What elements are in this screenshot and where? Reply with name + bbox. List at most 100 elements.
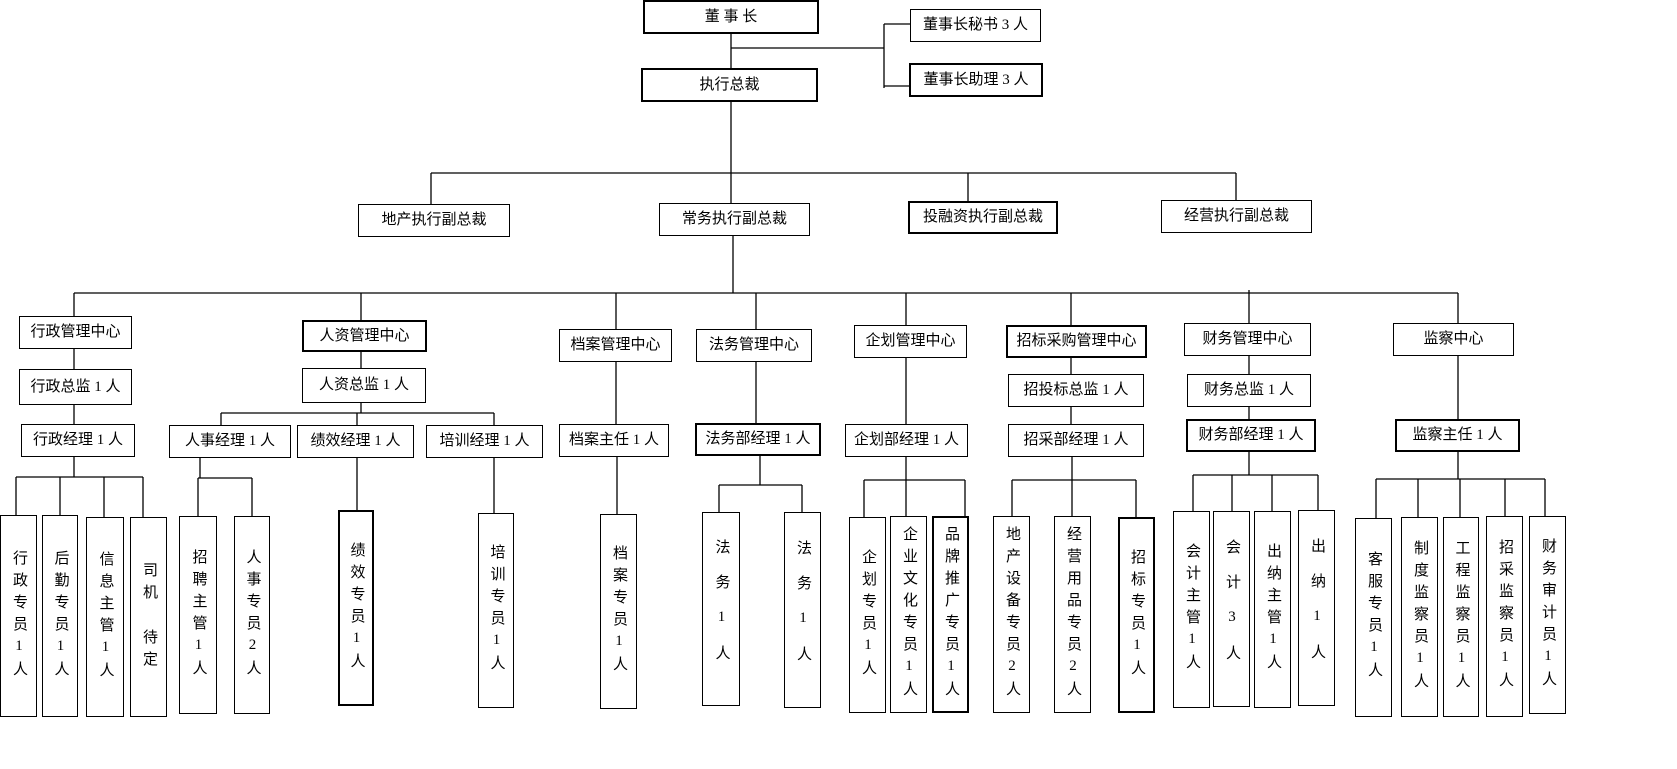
box-label: 企划管理中心 [865, 333, 956, 349]
director-finance-box: 财务总监 1 人 [1187, 374, 1311, 407]
staff-box: 会计3人 [1213, 511, 1250, 707]
box-label: 董事长秘书 3 人 [922, 17, 1028, 33]
box-label: 品牌推广专员1人 [943, 526, 959, 703]
box-label: 财务审计员1人 [1540, 537, 1556, 693]
chairman-secretary-box: 董事长秘书 3 人 [910, 9, 1041, 42]
chairman-assistant-box: 董事长助理 3 人 [909, 63, 1043, 97]
box-label: 执行总裁 [699, 76, 760, 93]
box-label: 行政专员1人 [11, 549, 27, 683]
box-label: 人事专员2人 [244, 548, 261, 682]
manager-archives-box: 档案主任 1 人 [559, 424, 669, 457]
staff-box: 司机 待定 [130, 517, 167, 717]
box-label: 培训专员1人 [488, 544, 505, 677]
staff-box: 企划专员1人 [849, 517, 886, 713]
box-label: 行政总监 1 人 [30, 378, 121, 395]
box-label: 行政经理 1 人 [32, 432, 123, 448]
staff-box: 招聘主管1人 [179, 516, 217, 714]
chairman-box: 董 事 长 [643, 0, 819, 34]
staff-box: 信息主管1人 [86, 517, 124, 717]
box-label: 出纳1人 [1309, 537, 1325, 679]
staff-box: 经营用品专员2人 [1054, 516, 1091, 713]
manager-procurement-box: 招采部经理 1 人 [1008, 424, 1144, 457]
center-archives-box: 档案管理中心 [559, 329, 672, 362]
staff-box: 培训专员1人 [478, 513, 514, 708]
box-label: 人资管理中心 [319, 327, 410, 344]
box-label: 后勤专员1人 [52, 549, 69, 683]
box-label: 法务管理中心 [708, 337, 799, 353]
vp-operations-box: 经营执行副总裁 [1161, 200, 1312, 233]
staff-box: 后勤专员1人 [42, 515, 78, 717]
staff-box: 行政专员1人 [0, 515, 37, 717]
box-label: 绩效专员1人 [348, 541, 365, 675]
box-label: 财务管理中心 [1202, 331, 1293, 347]
staff-box: 招采监察员1人 [1486, 516, 1523, 717]
box-label: 地产执行副总裁 [381, 212, 487, 228]
box-label: 出纳主管1人 [1265, 543, 1281, 676]
box-label: 董 事 长 [704, 8, 758, 25]
box-label: 信息主管1人 [97, 550, 114, 684]
box-label: 企划部经理 1 人 [853, 432, 959, 448]
box-label: 档案主任 1 人 [568, 432, 659, 448]
staff-box: 人事专员2人 [234, 516, 270, 714]
staff-box: 出纳主管1人 [1254, 511, 1291, 708]
box-label: 人事经理 1 人 [184, 433, 275, 449]
box-label: 人资总监 1 人 [318, 377, 409, 393]
box-label: 经营用品专员2人 [1065, 526, 1081, 703]
director-hr-box: 人资总监 1 人 [302, 368, 426, 403]
box-label: 财务部经理 1 人 [1198, 427, 1304, 443]
box-label: 招标采购管理中心 [1016, 333, 1137, 349]
box-label: 地产设备专员2人 [1004, 526, 1020, 703]
box-label: 财务总监 1 人 [1203, 382, 1294, 398]
box-label: 客服专员1人 [1366, 551, 1382, 684]
staff-box: 地产设备专员2人 [993, 516, 1030, 713]
box-label: 法务部经理 1 人 [705, 431, 811, 447]
box-label: 招标专员1人 [1129, 548, 1145, 682]
center-legal-box: 法务管理中心 [696, 329, 812, 362]
box-label: 招聘主管1人 [190, 548, 207, 682]
staff-box: 档案专员1人 [600, 514, 637, 709]
box-label: 法务1人 [795, 539, 811, 681]
staff-box: 会计主管1人 [1173, 511, 1210, 708]
box-label: 监察中心 [1423, 331, 1484, 347]
vp-real-estate-box: 地产执行副总裁 [358, 204, 510, 237]
staff-box: 客服专员1人 [1355, 518, 1392, 717]
manager-legal-box: 法务部经理 1 人 [695, 423, 821, 456]
box-label: 档案专员1人 [611, 545, 627, 678]
box-label: 招投标总监 1 人 [1023, 382, 1129, 398]
vp-investment-box: 投融资执行副总裁 [908, 201, 1058, 234]
staff-box: 出纳1人 [1298, 510, 1335, 706]
center-supervision-box: 监察中心 [1393, 323, 1514, 356]
center-planning-box: 企划管理中心 [854, 325, 967, 358]
box-label: 档案管理中心 [570, 337, 661, 353]
director-admin-box: 行政总监 1 人 [19, 369, 132, 405]
manager-admin-box: 行政经理 1 人 [21, 424, 135, 457]
box-label: 制度监察员1人 [1412, 539, 1428, 695]
manager-planning-box: 企划部经理 1 人 [845, 424, 968, 457]
box-label: 会计3人 [1224, 538, 1240, 680]
box-label: 常务执行副总裁 [681, 211, 787, 227]
center-finance-box: 财务管理中心 [1184, 323, 1311, 356]
box-label: 企划专员1人 [860, 548, 876, 682]
director-procurement-box: 招投标总监 1 人 [1008, 374, 1144, 407]
box-label: 招采部经理 1 人 [1023, 432, 1129, 448]
box-label: 会计主管1人 [1184, 543, 1200, 676]
center-admin-box: 行政管理中心 [19, 316, 132, 349]
box-label: 司机 待定 [141, 561, 157, 673]
staff-box: 品牌推广专员1人 [932, 516, 969, 713]
box-label: 法务1人 [713, 538, 730, 680]
box-label: 经营执行副总裁 [1183, 208, 1289, 224]
staff-box: 法务1人 [702, 512, 740, 706]
staff-box: 财务审计员1人 [1529, 516, 1566, 714]
staff-box: 招标专员1人 [1118, 517, 1155, 713]
manager-finance-box: 财务部经理 1 人 [1186, 419, 1316, 452]
center-procurement-box: 招标采购管理中心 [1006, 325, 1147, 358]
box-label: 董事长助理 3 人 [923, 71, 1029, 88]
center-hr-box: 人资管理中心 [302, 320, 427, 352]
manager-personnel-box: 人事经理 1 人 [169, 425, 291, 458]
box-label: 企业文化专员1人 [901, 526, 917, 703]
staff-box: 绩效专员1人 [338, 510, 374, 706]
box-label: 监察主任 1 人 [1412, 427, 1503, 443]
box-label: 工程监察员1人 [1453, 539, 1470, 695]
